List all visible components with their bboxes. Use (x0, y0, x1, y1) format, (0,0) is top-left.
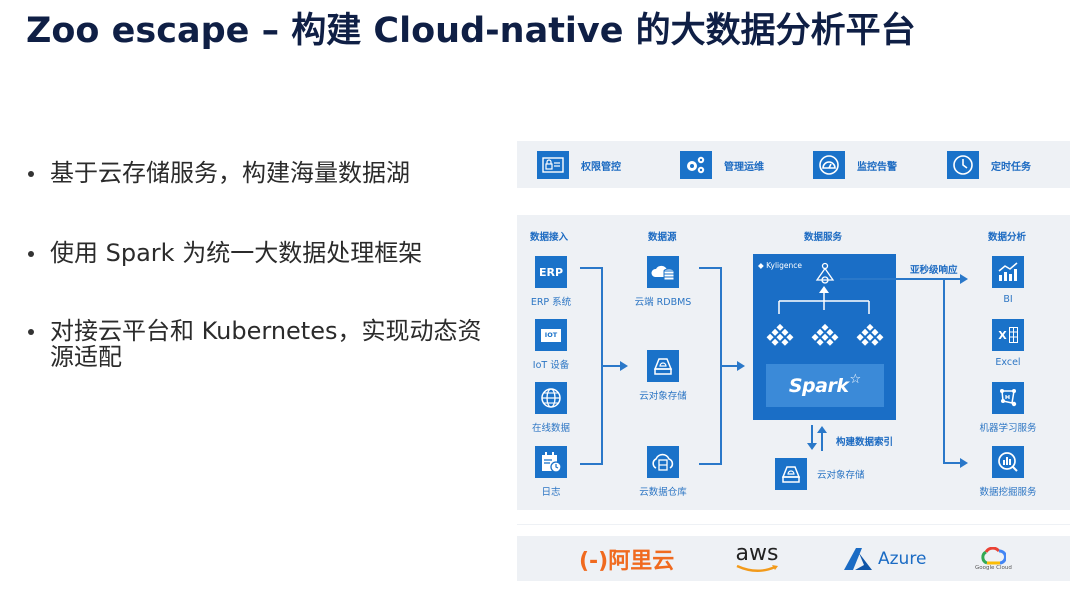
google-cloud-logo: Google Cloud (975, 536, 1012, 581)
node-label: Excel (995, 357, 1021, 368)
cloud-warehouse-icon (647, 446, 679, 478)
bullet-dot (28, 251, 34, 257)
column-header-sources: 数据源 (648, 232, 677, 243)
arrow-right-icon (737, 361, 745, 371)
spark-logo: Spark (788, 374, 849, 397)
connector-line (699, 463, 721, 465)
data-mining-icon (992, 446, 1024, 478)
column-header-analysis: 数据分析 (988, 232, 1027, 243)
cube-merge-lines (778, 286, 870, 314)
management-bar: 权限管控 管理运维 监控告警 定时任务 (517, 141, 1070, 188)
source-node-warehouse: 云数据仓库 (623, 446, 703, 498)
connector-line (840, 278, 961, 280)
arrow-right-icon (620, 361, 628, 371)
analysis-node-excel: X Excel (968, 319, 1048, 368)
node-label: 云端 RDBMS (634, 297, 692, 308)
ingest-node-erp: ERP ERP 系统 (511, 256, 591, 308)
connector-line (699, 267, 721, 269)
connector-line (943, 278, 945, 464)
cloud-database-icon (647, 256, 679, 288)
node-label: 云数据仓库 (639, 487, 687, 498)
data-service-engine: ◆ Kyligence Spark ☆ (753, 254, 896, 420)
monitoring-item: 监控告警 (813, 151, 897, 179)
operations-label: 管理运维 (724, 161, 764, 173)
bullet-text: 对接云平台和 Kubernetes，实现动态资源适配 (50, 317, 482, 371)
page-title: Zoo escape – 构建 Cloud-native 的大数据分析平台 (26, 11, 916, 51)
divider (517, 524, 1070, 525)
azure-icon (844, 547, 872, 570)
node-label: ERP 系统 (530, 297, 572, 308)
spark-engine-block: Spark ☆ (766, 364, 884, 407)
permission-lock-icon (537, 151, 569, 179)
arrow-right-icon (960, 458, 968, 468)
bidirectional-arrow-icon (807, 425, 827, 451)
index-storage-node: 云对象存储 (775, 458, 865, 490)
azure-logo: Azure (844, 536, 926, 581)
node-label: 数据挖掘服务 (979, 487, 1037, 498)
connector-line (943, 462, 961, 464)
ingest-node-log: 日志 (511, 446, 591, 498)
analysis-node-ml: 机器学习服务 (968, 382, 1048, 434)
response-label: 亚秒级响应 (910, 265, 958, 276)
aws-logo: aws (735, 536, 779, 581)
node-label: IoT 设备 (532, 360, 570, 371)
source-node-rdbms: 云端 RDBMS (623, 256, 703, 308)
architecture-diagram: 数据接入 数据源 数据服务 数据分析 ERP ERP 系统 IOT IoT 设备… (517, 215, 1070, 510)
bullet-text: 基于云存储服务，构建海量数据湖 (50, 159, 410, 187)
connector-line (580, 267, 602, 269)
ingest-node-online: 在线数据 (511, 382, 591, 434)
bullet-item: 使用 Spark 为统一大数据处理框架 (26, 240, 486, 266)
excel-icon: X (992, 319, 1024, 351)
object-storage-icon (775, 458, 807, 490)
monitoring-label: 监控告警 (857, 161, 897, 173)
source-node-object-storage: 云对象存储 (623, 350, 703, 402)
erp-icon: ERP (535, 256, 567, 288)
column-header-services: 数据服务 (804, 232, 843, 243)
globe-icon (535, 382, 567, 414)
analysis-node-bi: BI (968, 256, 1048, 305)
log-calendar-icon (535, 446, 567, 478)
node-label: 云对象存储 (639, 391, 687, 402)
bullet-dot (28, 171, 34, 177)
spark-star-icon: ☆ (849, 372, 862, 387)
node-label: 在线数据 (531, 423, 570, 434)
scheduled-task-label: 定时任务 (991, 161, 1031, 173)
object-storage-icon (647, 350, 679, 382)
analysis-node-mining: 数据挖掘服务 (968, 446, 1048, 498)
connector-line (601, 365, 621, 367)
operations-item: 管理运维 (680, 151, 764, 179)
olap-cubes-icon (766, 323, 884, 346)
iot-monitor-icon: IOT (535, 319, 567, 351)
bullet-text: 使用 Spark 为统一大数据处理框架 (50, 239, 423, 267)
google-cloud-icon (981, 546, 1007, 564)
permission-control-item: 权限管控 (537, 151, 621, 179)
bi-chart-icon (992, 256, 1024, 288)
aliyun-logo: (-)阿里云 (579, 548, 675, 574)
gauge-icon (813, 151, 845, 179)
ingest-node-iot: IOT IoT 设备 (511, 319, 591, 371)
gears-icon (680, 151, 712, 179)
node-label: 日志 (541, 487, 561, 498)
index-storage-label: 云对象存储 (817, 470, 865, 481)
clock-icon (947, 151, 979, 179)
column-header-ingest: 数据接入 (530, 232, 569, 243)
query-node-icon (815, 262, 835, 284)
node-label: BI (1003, 294, 1013, 305)
node-label: 机器学习服务 (979, 423, 1037, 434)
index-build-label: 构建数据索引 (836, 437, 894, 448)
connector-line (720, 365, 738, 367)
bullet-item: 基于云存储服务，构建海量数据湖 (26, 160, 486, 186)
bullet-list: 基于云存储服务，构建海量数据湖 使用 Spark 为统一大数据处理框架 对接云平… (26, 160, 486, 424)
arrow-right-icon (960, 274, 968, 284)
machine-learning-icon (992, 382, 1024, 414)
bullet-dot (28, 329, 34, 335)
kyligence-logo: ◆ Kyligence (758, 261, 803, 270)
connector-line (580, 463, 602, 465)
bullet-item: 对接云平台和 Kubernetes，实现动态资源适配 (26, 318, 486, 370)
cloud-vendor-bar: (-)阿里云 aws Azure Google Cloud (517, 536, 1070, 581)
permission-control-label: 权限管控 (581, 161, 621, 173)
scheduled-task-item: 定时任务 (947, 151, 1031, 179)
aws-smile-icon (736, 564, 778, 572)
